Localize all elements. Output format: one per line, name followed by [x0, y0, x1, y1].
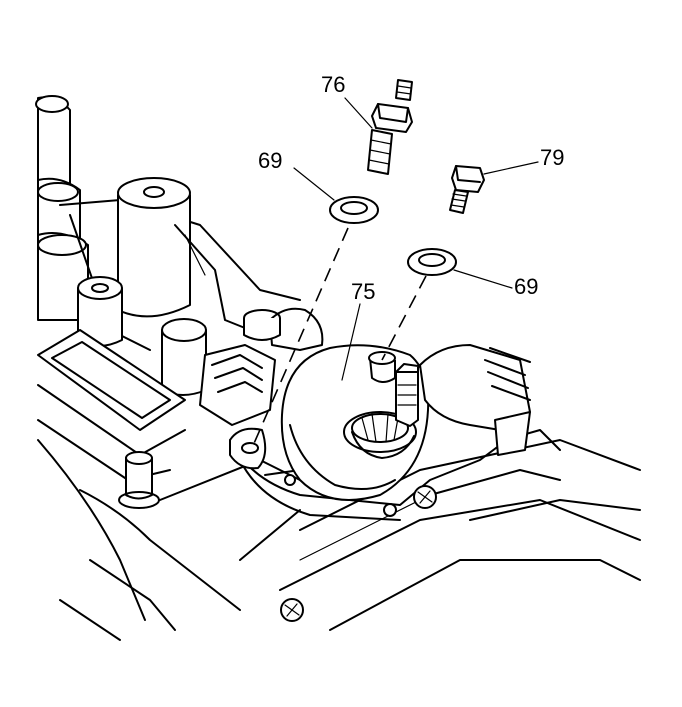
leader-76 — [344, 97, 373, 129]
stud-bolt-76 — [367, 79, 413, 175]
washer-69-upper — [329, 196, 379, 224]
callout-76: 76 — [321, 72, 346, 97]
washer-69-lower — [407, 248, 457, 276]
transmission-housing — [35, 95, 641, 641]
cover-75 — [229, 307, 531, 501]
leader-69-upper — [293, 167, 335, 201]
leader-75 — [341, 303, 361, 381]
callout-69-upper: 69 — [258, 148, 283, 173]
callout-75: 75 — [351, 279, 376, 304]
leader-79 — [483, 161, 539, 175]
leader-69-lower — [453, 269, 513, 289]
callout-79: 79 — [540, 145, 565, 170]
bolt-79 — [449, 165, 485, 214]
assembly-line-79 — [381, 275, 427, 361]
assembly-line-76 — [251, 227, 349, 449]
callout-69-lower: 69 — [514, 274, 539, 299]
